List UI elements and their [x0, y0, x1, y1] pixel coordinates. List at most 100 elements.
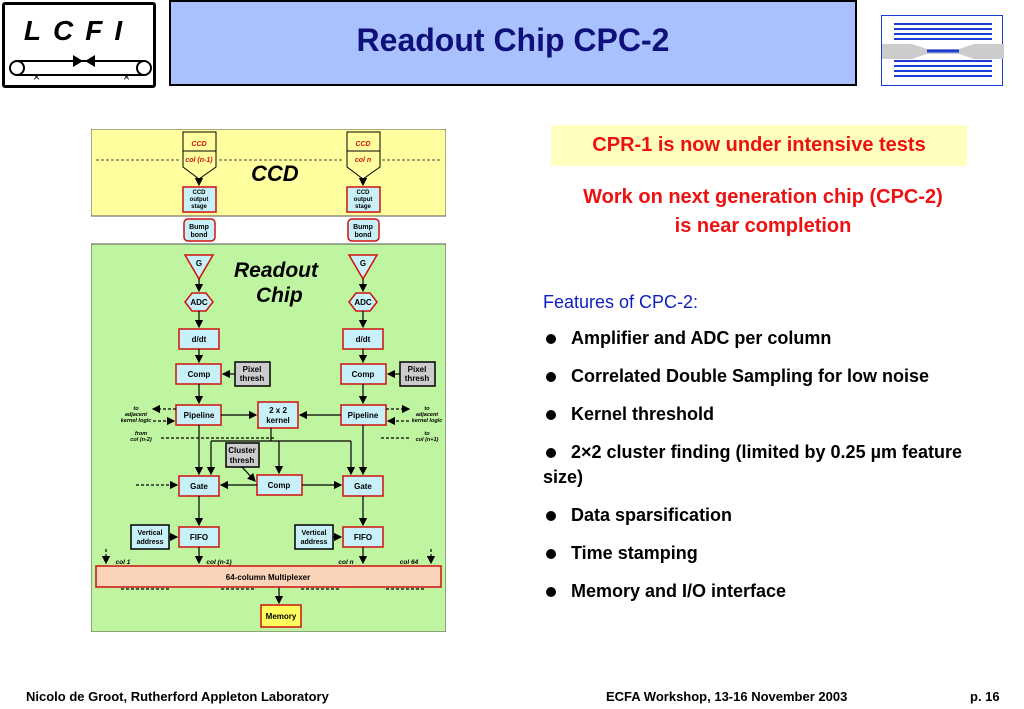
- svg-text:thresh: thresh: [240, 374, 265, 383]
- multiplexer: [95, 565, 442, 588]
- svg-text:G: G: [196, 259, 202, 268]
- svg-text:adjacent: adjacent: [125, 412, 148, 418]
- footer-page-number: p. 16: [970, 689, 1000, 704]
- svg-text:bond: bond: [190, 232, 207, 239]
- ccd-col-left-label-2: col (n-1): [185, 157, 213, 164]
- footer-event: ECFA Workshop, 13-16 November 2003: [606, 689, 848, 704]
- cluster-thresh: [225, 442, 260, 468]
- feature-item: Memory and I/O interface: [543, 579, 983, 604]
- gain-right: [347, 254, 379, 281]
- svg-text:col 1: col 1: [116, 559, 131, 566]
- status-callout: CPR-1 is now under intensive tests: [551, 125, 967, 166]
- svg-text:output: output: [354, 197, 373, 203]
- svg-text:CCD: CCD: [193, 190, 207, 196]
- svg-text:Pixel: Pixel: [243, 365, 262, 374]
- svg-text:Cluster: Cluster: [228, 446, 256, 455]
- bump-bond-left: [183, 218, 216, 242]
- features-heading: Features of CPC-2:: [543, 292, 699, 312]
- svg-text:Memory: Memory: [266, 612, 297, 621]
- svg-text:Comp: Comp: [268, 481, 291, 490]
- svg-text:to: to: [424, 431, 430, 437]
- svg-text:FIFO: FIFO: [190, 533, 208, 542]
- svg-text:thresh: thresh: [230, 456, 255, 465]
- feature-item: Kernel threshold: [543, 402, 983, 427]
- memory-block: [260, 604, 302, 628]
- svg-text:bond: bond: [354, 232, 371, 239]
- output-stage-right: [346, 186, 381, 213]
- lcfi-logo-graphic: × ×: [9, 55, 152, 84]
- footer-author: Nicolo de Groot, Rutherford Appleton Lab…: [26, 689, 329, 704]
- svg-text:Comp: Comp: [188, 370, 211, 379]
- feature-item: Data sparsification: [543, 503, 983, 528]
- svg-text:64-column Multiplexer: 64-column Multiplexer: [226, 573, 310, 582]
- svg-text:Gate: Gate: [354, 482, 372, 491]
- svg-text:Bump: Bump: [189, 224, 209, 231]
- feature-item: Time stamping: [543, 541, 983, 566]
- svg-text:adjacent: adjacent: [416, 412, 439, 418]
- svg-text:col (n+1): col (n+1): [416, 437, 439, 443]
- svg-text:G: G: [360, 259, 366, 268]
- svg-text:×: ×: [123, 70, 130, 84]
- svg-text:Vertical: Vertical: [138, 530, 163, 537]
- ccd-col-right-label-2: col n: [355, 157, 371, 164]
- title-banner: Readout Chip CPC-2: [169, 0, 857, 86]
- features-list: Amplifier and ADC per column Correlated …: [543, 326, 983, 617]
- readout-label-2: Chip: [256, 284, 303, 307]
- column-right: CCD col n CCD output stage Bump bond G A…: [294, 131, 436, 550]
- svg-text:×: ×: [33, 70, 40, 84]
- svg-text:address: address: [301, 539, 328, 546]
- svg-text:d/dt: d/dt: [192, 335, 207, 344]
- svg-text:Gate: Gate: [190, 482, 208, 491]
- readout-chip-diagram: CCD Readout Chip CCD col (n-1) CCD outpu…: [91, 129, 446, 632]
- svg-text:Pixel: Pixel: [408, 365, 427, 374]
- svg-text:FIFO: FIFO: [354, 533, 372, 542]
- bump-bond-right: [347, 218, 380, 242]
- svg-text:Bump: Bump: [353, 224, 373, 231]
- svg-text:col n: col n: [338, 559, 353, 566]
- subtitle-line-1: Work on next generation chip (CPC-2): [583, 186, 943, 208]
- svg-text:ADC: ADC: [190, 298, 208, 307]
- readout-label-1: Readout: [234, 259, 319, 282]
- kernel-block: [257, 401, 299, 429]
- ccd-column-right: [346, 131, 381, 180]
- svg-text:stage: stage: [355, 204, 371, 210]
- vertical-address-left: [130, 524, 170, 550]
- svg-text:Pipeline: Pipeline: [184, 411, 215, 420]
- page-title: Readout Chip CPC-2: [356, 22, 670, 58]
- feature-item: Amplifier and ADC per column: [543, 326, 983, 351]
- svg-text:address: address: [137, 539, 164, 546]
- ccd-col-left-label-1: CCD: [191, 141, 206, 148]
- svg-text:stage: stage: [191, 204, 207, 210]
- svg-text:d/dt: d/dt: [356, 335, 371, 344]
- pixel-thresh-right: [399, 361, 436, 387]
- svg-text:CCD: CCD: [357, 190, 371, 196]
- ccd-region: [91, 129, 446, 217]
- rutherford-logo: [881, 15, 1004, 86]
- adc-right: [348, 292, 378, 312]
- vertical-address-right: [294, 524, 334, 550]
- feature-item: 2×2 cluster finding (limited by 0.25 µm …: [543, 440, 983, 490]
- svg-text:output: output: [190, 197, 209, 203]
- feature-item: Correlated Double Sampling for low noise: [543, 364, 983, 389]
- gain-left: [183, 254, 215, 281]
- svg-text:col (n-2): col (n-2): [130, 437, 152, 443]
- svg-text:ADC: ADC: [354, 298, 372, 307]
- svg-text:to: to: [133, 406, 139, 412]
- svg-text:kernel logic: kernel logic: [412, 418, 443, 424]
- adc-left: [184, 292, 214, 312]
- svg-text:2 x 2: 2 x 2: [269, 406, 287, 415]
- ccd-col-right-label-1: CCD: [355, 141, 370, 148]
- lcfi-logo: LCFI × ×: [2, 2, 156, 88]
- svg-text:to: to: [424, 406, 430, 412]
- lcfi-logo-text: LCFI: [23, 15, 135, 46]
- svg-text:thresh: thresh: [405, 374, 430, 383]
- ccd-label: CCD: [251, 161, 299, 186]
- svg-text:Vertical: Vertical: [302, 530, 327, 537]
- svg-text:kernel logic: kernel logic: [121, 418, 152, 424]
- status-callout-text: CPR-1 is now under intensive tests: [592, 134, 926, 156]
- svg-text:col 64: col 64: [400, 559, 419, 566]
- svg-text:from: from: [135, 431, 147, 437]
- subtitle-line-2: is near completion: [674, 215, 852, 237]
- svg-text:Comp: Comp: [352, 370, 375, 379]
- svg-text:kernel: kernel: [266, 416, 290, 425]
